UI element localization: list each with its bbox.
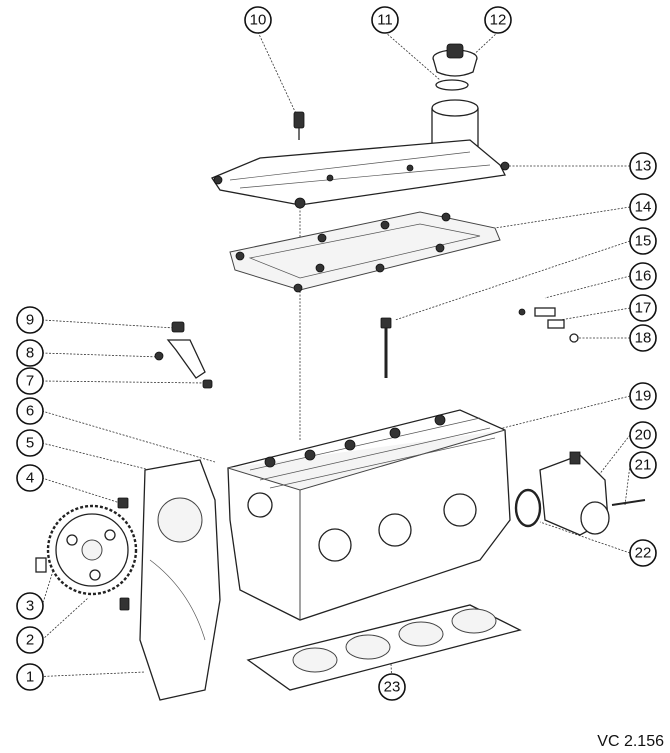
figure-reference-code: VC 2.156 (597, 733, 664, 750)
thermostat-housing (539, 451, 646, 536)
callout-18: 18 (629, 324, 657, 352)
filler-cap-seal (435, 79, 469, 91)
cylinder-head (227, 409, 511, 621)
callout-15: 15 (629, 227, 657, 255)
callout-14: 14 (629, 193, 657, 221)
bleed-screw-fittings (518, 307, 579, 343)
callout-7-label: 7 (26, 373, 34, 390)
callout-1: 1 (16, 663, 44, 691)
temperature-sensor (293, 111, 305, 140)
callout-13: 13 (629, 152, 657, 180)
callout-1-label: 1 (26, 669, 34, 686)
callout-13-label: 13 (635, 158, 652, 175)
callout-3-label: 3 (26, 598, 34, 615)
callout-5: 5 (16, 429, 44, 457)
callout-20: 20 (629, 421, 657, 449)
callout-17-label: 17 (635, 300, 652, 317)
callout-11: 11 (371, 6, 399, 34)
cylinder-head-bolt (380, 317, 392, 378)
callout-3: 3 (16, 592, 44, 620)
callout-14-label: 14 (635, 199, 652, 216)
callout-9-label: 9 (26, 312, 34, 329)
cylinder-head-gasket (246, 604, 522, 691)
callout-4-label: 4 (26, 470, 34, 487)
timing-belt-cover (139, 459, 221, 701)
callout-10: 10 (244, 6, 272, 34)
callout-12-label: 12 (490, 12, 507, 29)
callout-20-label: 20 (635, 427, 652, 444)
callout-4: 4 (16, 464, 44, 492)
callout-6-label: 6 (26, 403, 34, 420)
callout-19-label: 19 (635, 388, 652, 405)
callout-2-label: 2 (26, 632, 34, 649)
callout-16-label: 16 (635, 268, 652, 285)
callout-5-label: 5 (26, 435, 34, 452)
valve-cover-gasket (229, 211, 501, 293)
callout-8-label: 8 (26, 345, 34, 362)
callout-21: 21 (629, 451, 657, 479)
callout-19: 19 (629, 382, 657, 410)
callout-12: 12 (484, 6, 512, 34)
callout-10-label: 10 (250, 12, 267, 29)
oil-filler-cap (432, 43, 478, 77)
callout-16: 16 (629, 262, 657, 290)
callout-18-label: 18 (635, 330, 652, 347)
callout-2: 2 (16, 626, 44, 654)
callout-22-label: 22 (635, 545, 652, 562)
callout-23-label: 23 (384, 679, 401, 696)
thermostat-o-ring (514, 488, 542, 528)
callout-23: 23 (378, 673, 406, 701)
callout-17: 17 (629, 294, 657, 322)
rocker-arm-parts (154, 321, 213, 389)
callout-15-label: 15 (635, 233, 652, 250)
callout-22: 22 (629, 539, 657, 567)
callout-9: 9 (16, 306, 44, 334)
camshaft-sprocket (46, 504, 138, 596)
callout-11-label: 11 (377, 12, 393, 29)
sprocket-bolt (117, 497, 130, 611)
valve-cover (211, 139, 510, 209)
sprocket-key (35, 557, 47, 573)
callout-8: 8 (16, 339, 44, 367)
callout-21-label: 21 (635, 457, 652, 474)
callout-7: 7 (16, 367, 44, 395)
callout-6: 6 (16, 397, 44, 425)
